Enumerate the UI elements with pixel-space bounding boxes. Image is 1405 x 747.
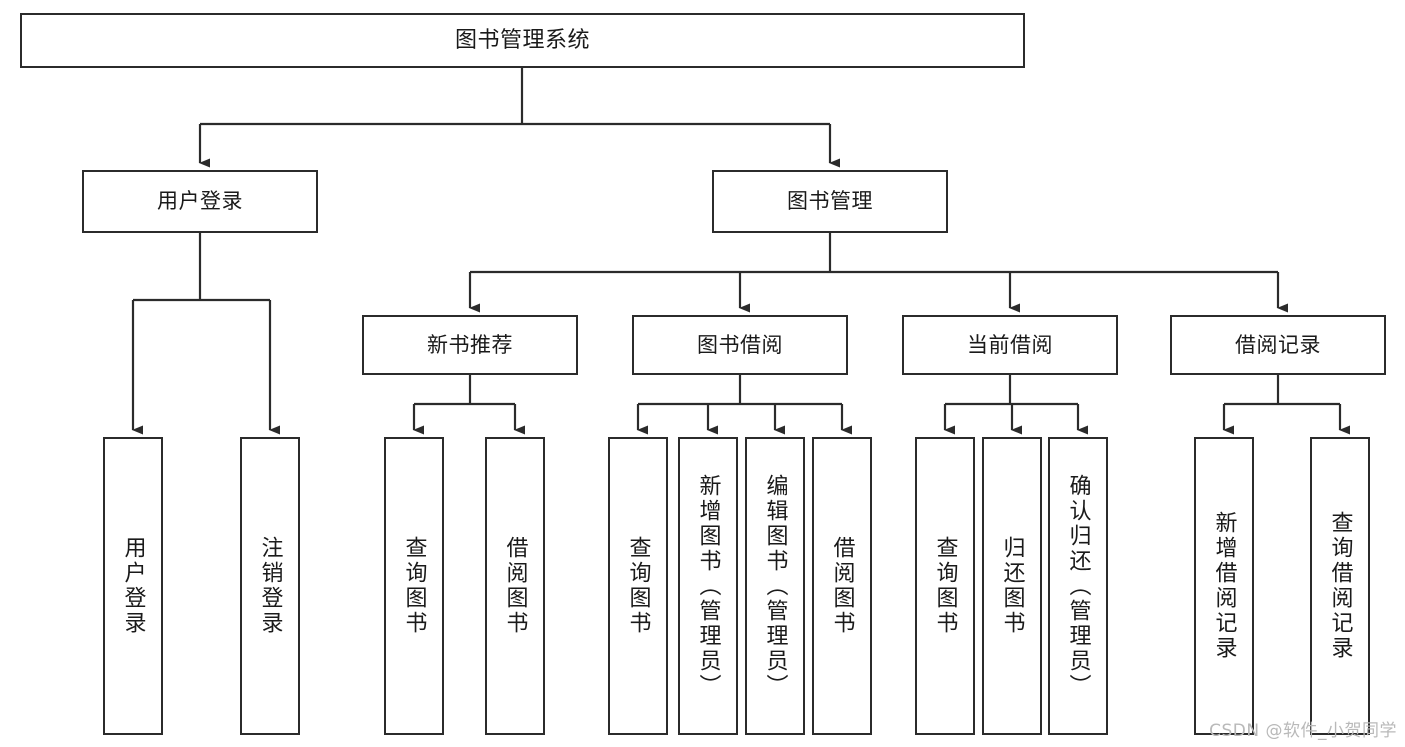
node-borrow-record[interactable]: 借阅记录 xyxy=(1170,315,1386,375)
leaf-return-book-label: 归还图书 xyxy=(999,536,1025,636)
leaf-query-book-3-label: 查询图书 xyxy=(932,536,958,636)
leaf-add-book-label: 新增图书（管理员） xyxy=(695,473,721,699)
leaf-add-record-label: 新增借阅记录 xyxy=(1211,511,1237,661)
node-current-borrow[interactable]: 当前借阅 xyxy=(902,315,1118,375)
leaf-query-book-2[interactable]: 查询图书 xyxy=(608,437,668,735)
node-new-book-recommend[interactable]: 新书推荐 xyxy=(362,315,578,375)
leaf-borrow-book-2-label: 借阅图书 xyxy=(829,536,855,636)
leaf-user-login[interactable]: 用户登录 xyxy=(103,437,163,735)
leaf-edit-book[interactable]: 编辑图书（管理员） xyxy=(745,437,805,735)
leaf-query-book-1-label: 查询图书 xyxy=(401,536,427,636)
node-book-borrow-label: 图书借阅 xyxy=(697,332,783,357)
node-borrow-record-label: 借阅记录 xyxy=(1235,332,1321,357)
node-root[interactable]: 图书管理系统 xyxy=(20,13,1025,68)
leaf-query-book-1[interactable]: 查询图书 xyxy=(384,437,444,735)
leaf-edit-book-label: 编辑图书（管理员） xyxy=(762,473,788,699)
leaf-add-book[interactable]: 新增图书（管理员） xyxy=(678,437,738,735)
node-user-login[interactable]: 用户登录 xyxy=(82,170,318,233)
leaf-borrow-book-1-label: 借阅图书 xyxy=(502,536,528,636)
node-user-login-label: 用户登录 xyxy=(157,189,243,214)
leaf-query-record-label: 查询借阅记录 xyxy=(1327,511,1353,661)
leaf-add-record[interactable]: 新增借阅记录 xyxy=(1194,437,1254,735)
leaf-return-book[interactable]: 归还图书 xyxy=(982,437,1042,735)
leaf-user-login-label: 用户登录 xyxy=(120,536,146,636)
leaf-borrow-book-1[interactable]: 借阅图书 xyxy=(485,437,545,735)
node-root-label: 图书管理系统 xyxy=(454,27,590,53)
leaf-logout-login[interactable]: 注销登录 xyxy=(240,437,300,735)
leaf-query-record[interactable]: 查询借阅记录 xyxy=(1310,437,1370,735)
node-book-management[interactable]: 图书管理 xyxy=(712,170,948,233)
leaf-logout-login-label: 注销登录 xyxy=(257,536,283,636)
node-book-management-label: 图书管理 xyxy=(787,189,873,214)
leaf-borrow-book-2[interactable]: 借阅图书 xyxy=(812,437,872,735)
node-book-borrow[interactable]: 图书借阅 xyxy=(632,315,848,375)
leaf-query-book-2-label: 查询图书 xyxy=(625,536,651,636)
leaf-query-book-3[interactable]: 查询图书 xyxy=(915,437,975,735)
csdn-watermark: CSDN @软件_小贺同学 xyxy=(1209,721,1397,741)
leaf-confirm-return-label: 确认归还（管理员） xyxy=(1065,473,1091,699)
node-current-borrow-label: 当前借阅 xyxy=(967,332,1053,357)
node-new-book-recommend-label: 新书推荐 xyxy=(427,332,513,357)
leaf-confirm-return[interactable]: 确认归还（管理员） xyxy=(1048,437,1108,735)
